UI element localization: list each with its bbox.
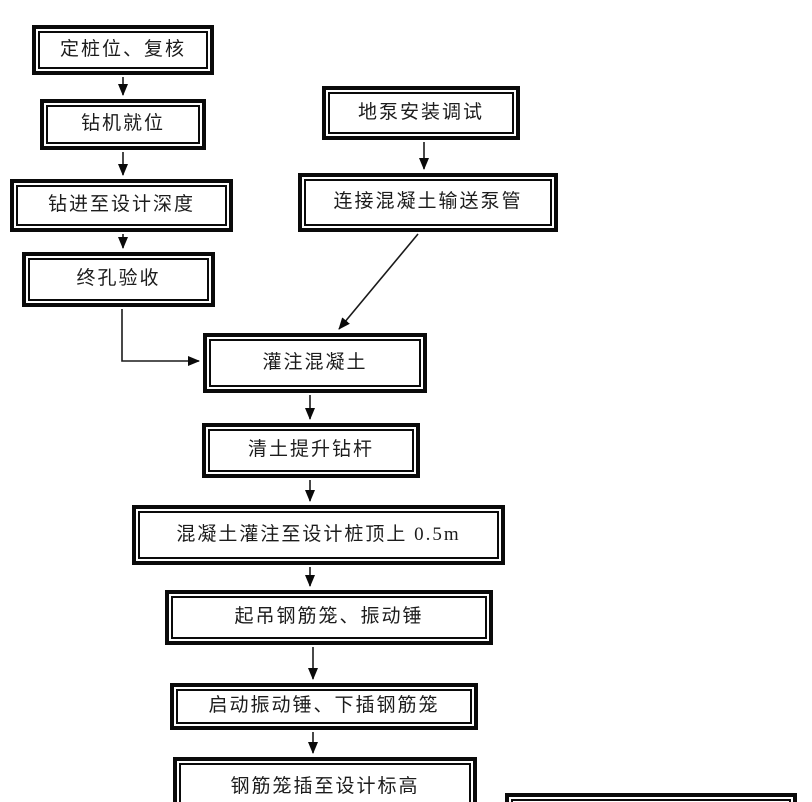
node-label: 钻机就位 bbox=[80, 113, 165, 135]
node-start-hammer-insert-cage: 启动振动锤、下插钢筋笼 bbox=[170, 683, 478, 730]
node-label: 连接混凝土输送泵管 bbox=[333, 191, 523, 213]
arrow-n4-n7-elbow bbox=[121, 309, 200, 366]
node-hoist-cage-and-vibro-hammer: 起吊钢筋笼、振动锤 bbox=[165, 590, 493, 645]
node-label: 启动振动锤、下插钢筋笼 bbox=[208, 695, 440, 717]
node-label: 起吊钢筋笼、振动锤 bbox=[234, 606, 424, 628]
node-label: 定桩位、复核 bbox=[59, 38, 186, 60]
node-label: 钢筋笼插至设计标高 bbox=[230, 775, 420, 797]
node-drill-to-design-depth: 钻进至设计深度 bbox=[10, 179, 233, 232]
node-label: 灌注混凝土 bbox=[262, 351, 368, 373]
arrow-n6-n7-diagonal bbox=[338, 233, 419, 330]
node-label: 钻进至设计深度 bbox=[47, 194, 195, 216]
node-final-hole-acceptance: 终孔验收 bbox=[22, 252, 215, 307]
node-pump-install-debug: 地泵安装调试 bbox=[322, 86, 520, 140]
node-label: 地泵安装调试 bbox=[357, 101, 484, 123]
node-label: 混凝土灌注至设计桩顶上 0.5m bbox=[176, 523, 461, 545]
node-fix-pile-position: 定桩位、复核 bbox=[32, 25, 214, 75]
node-drill-rig-in-place: 钻机就位 bbox=[40, 99, 206, 150]
node-pour-concrete: 灌注混凝土 bbox=[203, 333, 427, 393]
node-cage-to-design-elevation: 钢筋笼插至设计标高 bbox=[173, 757, 477, 802]
node-concrete-to-half-meter-above-pile-top: 混凝土灌注至设计桩顶上 0.5m bbox=[132, 505, 505, 565]
node-label: 清土提升钻杆 bbox=[247, 439, 374, 461]
node-clear-soil-lift-drill-rod: 清土提升钻杆 bbox=[202, 423, 420, 478]
node-label: 终孔验收 bbox=[76, 268, 161, 290]
node-connect-concrete-pump-pipe: 连接混凝土输送泵管 bbox=[298, 173, 558, 232]
node-partial-bottom-right bbox=[505, 793, 797, 802]
